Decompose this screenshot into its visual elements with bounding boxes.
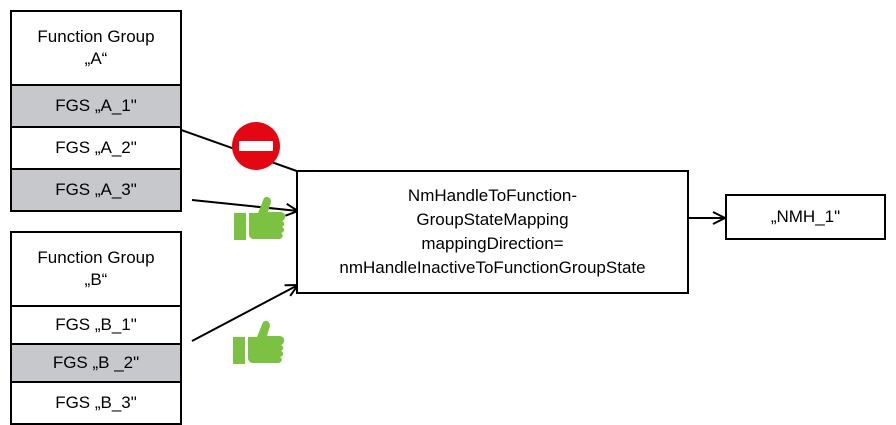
state-a1-label: FGS „A_1" xyxy=(55,96,137,115)
group-a-title-line2: „A“ xyxy=(84,49,108,68)
function-group-b-title: Function Group „B“ xyxy=(10,231,182,307)
group-a-title-line1: Function Group xyxy=(37,27,155,46)
nm-handle-label: „NMH_1" xyxy=(770,207,841,226)
mapping-line1: NmHandleToFunction- xyxy=(407,186,578,205)
arrow-to-b1 xyxy=(191,285,298,342)
state-b2-label: FGS „B _2" xyxy=(52,353,140,372)
mapping-line2: GroupStateMapping xyxy=(416,210,569,229)
arrow-to-a3 xyxy=(191,199,298,211)
state-b2: FGS „B _2" xyxy=(10,343,182,383)
thumbs-up-icon xyxy=(234,197,286,240)
state-b1: FGS „B_1" xyxy=(10,305,182,345)
state-b1-label: FGS „B_1" xyxy=(55,315,137,334)
state-a2: FGS „A_2" xyxy=(10,126,182,170)
function-group-a-title: Function Group „A“ xyxy=(10,10,182,86)
mapping-box: NmHandleToFunction- GroupStateMapping ma… xyxy=(296,170,689,294)
thumbs-up-icon xyxy=(233,321,285,364)
state-a3: FGS „A_3" xyxy=(10,168,182,212)
state-a3-label: FGS „A_3" xyxy=(55,180,137,199)
no-entry-icon xyxy=(232,122,280,170)
nm-handle-box: „NMH_1" xyxy=(725,194,886,240)
group-b-title-line2: „B“ xyxy=(84,270,108,289)
state-b3-label: FGS „B_3" xyxy=(55,393,137,412)
group-b-title-line1: Function Group xyxy=(37,248,155,267)
mapping-line4: nmHandleInactiveToFunctionGroupState xyxy=(339,258,646,277)
state-a2-label: FGS „A_2" xyxy=(55,138,137,157)
mapping-line3: mappingDirection= xyxy=(421,234,564,253)
state-a1: FGS „A_1" xyxy=(10,84,182,128)
state-b3: FGS „B_3" xyxy=(10,381,182,425)
